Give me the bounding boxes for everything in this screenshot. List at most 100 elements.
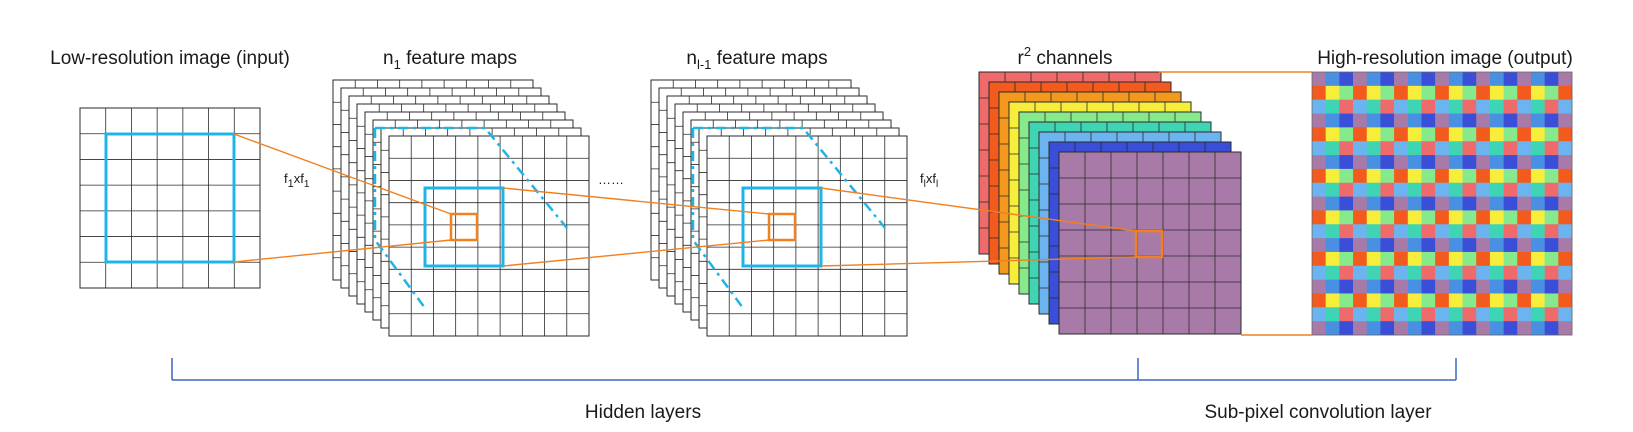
- output-pixel: [1503, 168, 1518, 184]
- nl1-title-rest: feature maps: [711, 48, 827, 69]
- output-pixel: [1503, 265, 1518, 280]
- output-pixel: [1489, 72, 1504, 87]
- output-pixel: [1407, 307, 1422, 322]
- output-pixel: [1558, 113, 1573, 128]
- output-pixel: [1530, 113, 1545, 128]
- output-pixel: [1421, 265, 1436, 280]
- output-pixel: [1312, 99, 1326, 114]
- output-pixel: [1462, 210, 1477, 225]
- output-pixel: [1421, 251, 1436, 267]
- output-pixel: [1489, 279, 1504, 294]
- output-pixel: [1503, 293, 1518, 308]
- output-pixel: [1407, 224, 1422, 239]
- output-pixel: [1407, 168, 1422, 184]
- output-pixel: [1407, 279, 1422, 294]
- output-pixel: [1325, 196, 1340, 211]
- nl1-feature-maps-title: nl-1 feature maps: [686, 48, 827, 72]
- output-pixel: [1325, 127, 1340, 142]
- output-pixel: [1325, 238, 1340, 253]
- output-pixel: [1353, 196, 1368, 211]
- output-pixel: [1339, 210, 1354, 225]
- output-pixel: [1312, 155, 1326, 170]
- output-pixel: [1558, 321, 1573, 336]
- output-pixel: [1353, 182, 1368, 197]
- output-pixel: [1407, 265, 1422, 280]
- output-pixel: [1544, 99, 1559, 114]
- output-pixel: [1325, 265, 1340, 280]
- output-pixel: [1476, 293, 1491, 308]
- output-pixel: [1544, 85, 1559, 100]
- output-pixel: [1517, 293, 1532, 308]
- output-pixel: [1312, 224, 1326, 239]
- channel-9: [1058, 151, 1242, 335]
- output-pixel: [1339, 99, 1354, 114]
- output-pixel: [1325, 141, 1340, 156]
- output-pixel: [1462, 113, 1477, 128]
- output-pixel: [1448, 127, 1463, 142]
- output-pixel: [1339, 196, 1354, 211]
- output-pixel: [1558, 85, 1573, 100]
- output-pixel: [1421, 113, 1436, 128]
- output-pixel: [1476, 279, 1491, 294]
- output-pixel: [1366, 196, 1381, 211]
- output-pixel: [1462, 141, 1477, 156]
- output-pixel: [1380, 155, 1395, 170]
- output-pixel: [1544, 293, 1559, 308]
- output-pixel: [1462, 265, 1477, 280]
- connector-channels-top: [820, 187, 1137, 232]
- output-pixel: [1394, 293, 1409, 308]
- output-pixel: [1530, 321, 1545, 336]
- output-pixel: [1380, 251, 1395, 267]
- output-pixel: [1353, 155, 1368, 170]
- output-pixel: [1394, 141, 1409, 156]
- output-pixel: [1325, 307, 1340, 322]
- output-pixel: [1503, 307, 1518, 322]
- output-pixel: [1530, 265, 1545, 280]
- output-pixel: [1312, 141, 1326, 156]
- output-pixel: [1394, 238, 1409, 253]
- connector-hidden-top: [502, 187, 770, 215]
- output-image-grid: [1311, 71, 1573, 336]
- output-pixel: [1544, 196, 1559, 211]
- output-pixel: [1558, 99, 1573, 114]
- output-pixel: [1312, 210, 1326, 225]
- nl1-dashed-kernel-left: [691, 128, 745, 309]
- output-pixel: [1448, 307, 1463, 322]
- connector-lines: [233, 71, 1312, 336]
- output-pixel: [1380, 307, 1395, 322]
- n1-map-8-frame: [388, 135, 590, 337]
- output-pixel: [1489, 155, 1504, 170]
- output-pixel: [1312, 251, 1326, 267]
- output-pixel: [1544, 182, 1559, 197]
- output-pixel: [1448, 141, 1463, 156]
- output-pixel: [1353, 307, 1368, 322]
- output-pixel: [1339, 321, 1354, 336]
- output-pixel: [1530, 168, 1545, 184]
- output-pixel: [1325, 99, 1340, 114]
- output-pixel: [1462, 321, 1477, 336]
- output-pixel: [1448, 85, 1463, 100]
- output-pixel: [1394, 279, 1409, 294]
- output-pixel: [1517, 196, 1532, 211]
- output-pixel: [1339, 224, 1354, 239]
- output-pixel: [1325, 321, 1340, 336]
- hidden-layers-label: Hidden layers: [585, 402, 701, 423]
- output-pixel: [1380, 279, 1395, 294]
- output-pixel: [1503, 251, 1518, 267]
- n1-kernel-box: [423, 186, 505, 268]
- output-pixel: [1394, 210, 1409, 225]
- output-pixel: [1489, 141, 1504, 156]
- channel-9-frame: [1058, 151, 1242, 335]
- output-pixel: [1312, 321, 1326, 336]
- output-pixel: [1448, 182, 1463, 197]
- input-image-grid: [79, 107, 261, 289]
- output-pixel: [1366, 99, 1381, 114]
- output-pixel: [1312, 113, 1326, 128]
- output-pixel: [1366, 265, 1381, 280]
- output-pixel: [1312, 182, 1326, 197]
- output-pixel: [1325, 168, 1340, 184]
- output-pixel: [1394, 155, 1409, 170]
- n1-map-8: [388, 135, 590, 337]
- output-pixel: [1435, 224, 1450, 239]
- input-title: Low-resolution image (input): [50, 48, 290, 69]
